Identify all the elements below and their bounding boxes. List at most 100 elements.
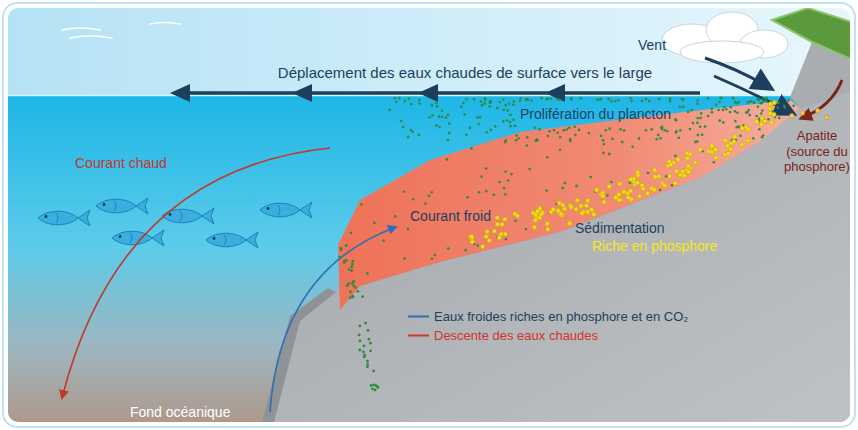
plankton-dot bbox=[448, 132, 451, 135]
plankton-dot bbox=[647, 172, 650, 175]
legend-text: Eaux froides riches en phosphore et en C… bbox=[434, 309, 688, 325]
phosphate-dot bbox=[685, 156, 689, 160]
plankton-dot bbox=[600, 98, 603, 101]
phosphate-dot bbox=[681, 169, 685, 173]
plankton-dot bbox=[400, 120, 403, 123]
plankton-dot bbox=[363, 345, 366, 348]
plankton-dot bbox=[504, 171, 507, 174]
phosphate-dot bbox=[537, 216, 541, 220]
plankton-dot bbox=[574, 125, 577, 128]
plankton-dot bbox=[408, 97, 411, 100]
plankton-dot bbox=[503, 187, 506, 190]
plankton-dot bbox=[441, 115, 444, 118]
plankton-dot bbox=[732, 97, 735, 100]
plankton-dot bbox=[395, 101, 398, 104]
plankton-dot bbox=[411, 131, 414, 134]
plankton-dot bbox=[489, 101, 492, 104]
plankton-dot bbox=[515, 134, 518, 137]
ocean-floor-label: Fond océanique bbox=[130, 404, 230, 421]
plankton-dot bbox=[366, 366, 369, 369]
plankton-dot bbox=[713, 161, 716, 164]
phosphate-dot bbox=[723, 138, 727, 142]
phosphate-dot bbox=[500, 222, 504, 226]
plankton-dot bbox=[502, 99, 505, 102]
plankton-dot bbox=[746, 111, 749, 114]
plankton-dot bbox=[666, 130, 669, 133]
phosphate-dot bbox=[698, 148, 702, 152]
plankton-dot bbox=[349, 297, 352, 300]
plankton-dot bbox=[561, 187, 564, 190]
plankton-dot bbox=[352, 284, 355, 287]
plankton-dot bbox=[757, 105, 760, 108]
phosphate-dot bbox=[515, 214, 519, 218]
plankton-dot bbox=[645, 98, 648, 101]
plankton-dot bbox=[417, 134, 420, 137]
plankton-dot bbox=[363, 354, 366, 357]
plankton-dot bbox=[710, 108, 713, 111]
plankton-dot bbox=[431, 104, 434, 107]
phosphate-dot bbox=[607, 184, 611, 188]
plankton-dot bbox=[481, 104, 484, 107]
plankton-dot bbox=[736, 126, 739, 129]
plankton-dot bbox=[748, 114, 751, 117]
plankton-dot bbox=[513, 100, 516, 103]
plankton-dot bbox=[784, 106, 787, 109]
plankton-dot bbox=[761, 109, 764, 112]
plankton-dot bbox=[431, 258, 434, 261]
plankton-dot bbox=[515, 139, 518, 142]
wind-label: Vent bbox=[638, 37, 666, 54]
plankton-dot bbox=[617, 99, 620, 102]
phosphate-dot bbox=[676, 157, 680, 161]
plankton-dot bbox=[490, 129, 493, 132]
plankton-dot bbox=[362, 350, 365, 353]
plankton-dot bbox=[682, 99, 685, 102]
plankton-dot bbox=[525, 98, 528, 101]
plankton-dot bbox=[403, 191, 406, 194]
plankton-dot bbox=[372, 370, 375, 373]
plankton-dot bbox=[514, 219, 517, 222]
plankton-dot bbox=[556, 131, 559, 134]
phosphate-dot bbox=[635, 170, 639, 174]
cold-current-label: Courant froid bbox=[410, 208, 491, 225]
plankton-dot bbox=[469, 127, 472, 130]
plankton-dot bbox=[540, 97, 543, 100]
plankton-dot bbox=[486, 131, 489, 134]
phosphate-dot bbox=[569, 205, 573, 209]
plankton-dot bbox=[570, 98, 573, 101]
plankton-dot bbox=[588, 132, 591, 135]
plankton-dot bbox=[717, 109, 720, 112]
plankton-dot bbox=[460, 105, 463, 108]
plankton-dot bbox=[434, 254, 437, 257]
plankton-dot bbox=[559, 99, 562, 102]
plankton-dot bbox=[645, 129, 648, 132]
plankton-dot bbox=[493, 193, 496, 196]
plankton-dot bbox=[348, 268, 351, 271]
phosphate-dot bbox=[585, 210, 589, 214]
plankton-dot bbox=[664, 129, 667, 132]
plankton-dot bbox=[504, 193, 507, 196]
plankton-dot bbox=[707, 97, 710, 100]
plankton-dot bbox=[760, 112, 763, 115]
plankton-dot bbox=[358, 334, 361, 337]
plankton-dot bbox=[352, 280, 355, 283]
phosphate-dot bbox=[740, 143, 744, 147]
phosphate-dot bbox=[492, 229, 496, 233]
plankton-dot bbox=[548, 130, 551, 133]
phosphate-dot bbox=[503, 232, 507, 236]
plankton-dot bbox=[679, 129, 682, 132]
plankton-dot bbox=[424, 202, 427, 205]
plankton-dot bbox=[547, 135, 550, 138]
plankton-dot bbox=[485, 167, 488, 170]
plankton-dot bbox=[368, 338, 371, 341]
plankton-dot bbox=[599, 98, 602, 101]
clouds bbox=[662, 12, 788, 63]
plankton-dot bbox=[578, 129, 581, 132]
legend-text: Descente des eaux chaudes bbox=[434, 328, 598, 344]
plankton-dot bbox=[361, 295, 364, 298]
plankton-dot bbox=[638, 137, 641, 140]
plankton-dot bbox=[351, 263, 354, 266]
phosphorus-label: Riche en phosphore bbox=[592, 238, 717, 255]
plankton-dot bbox=[360, 203, 363, 206]
plankton-dot bbox=[629, 97, 632, 100]
